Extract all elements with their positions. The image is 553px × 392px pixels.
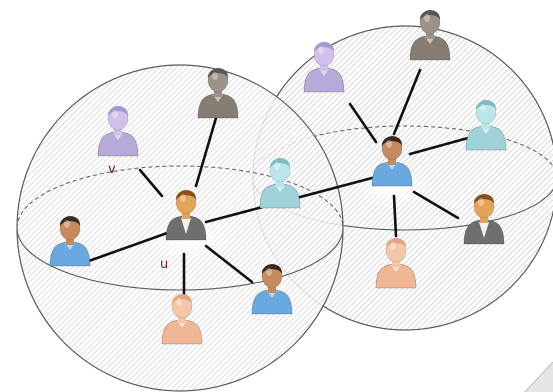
edge-u-left-blue [84,230,172,264]
person-icon [371,135,413,187]
person-icon [161,293,203,345]
sphere-left-equator-front [16,227,344,291]
node-hub-right [371,135,413,187]
node-teal-center [259,157,301,209]
node-taupe-top [409,9,451,61]
node-peach-right [375,237,417,289]
edge-hub-right-gray [412,190,460,220]
person-icon [303,41,345,93]
edge-u-taupe [194,116,218,188]
person-icon [375,237,417,289]
node-bottom-blue [251,263,293,315]
person-icon [259,157,301,209]
person-icon [165,189,207,241]
sphere-left-equator-back [16,165,344,229]
edge-hub-right-purple [348,102,378,144]
edge-u-bottom-blue [204,244,254,284]
person-icon [97,105,139,157]
node-u [165,189,207,241]
node-v [97,105,139,157]
person-icon [49,215,91,267]
nodes [49,9,507,345]
person-icon [251,263,293,315]
label-u: u [160,257,168,272]
node-taupe-left [197,67,239,119]
edge-hub-right-top-taupe [392,68,422,136]
edge-u-v [138,168,164,198]
node-teal-right [465,99,507,151]
page-curl-edge [524,361,553,392]
label-v: v [108,162,116,177]
node-gray-right [463,193,505,245]
person-icon [465,99,507,151]
node-peach-bottom [161,293,203,345]
edge-hub-right-peach [392,194,398,238]
node-purple-top [303,41,345,93]
person-icon [197,67,239,119]
person-icon [409,9,451,61]
node-left-blue [49,215,91,267]
edge-hub-right-teal [408,136,470,156]
person-icon [463,193,505,245]
